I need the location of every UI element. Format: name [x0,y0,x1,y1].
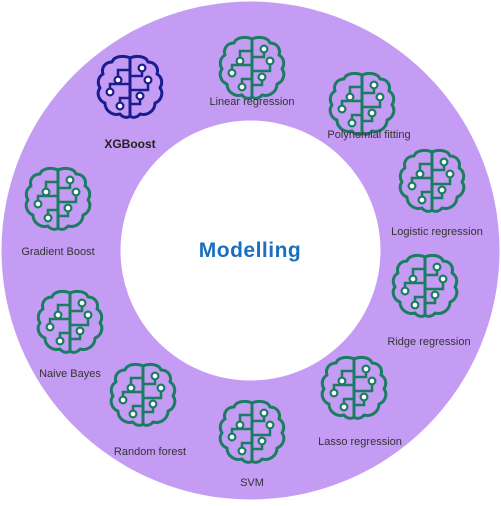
item-label-svm: SVM [240,477,264,489]
item-label-xgboost: XGBoost [104,137,156,151]
item-label-random-forest: Random forest [113,446,187,458]
item-label-gradient-boost: Gradient Boost [21,246,95,258]
item-label-logistic-regression: Logistic regression [391,226,483,238]
item-label-lasso-regression: Lasso regression [318,436,402,448]
item-label-ridge-regression: Ridge regression [387,336,471,348]
item-label-linear-regression: Linear regression [209,96,295,108]
item-label-polynomial-fitting: Polynomial fitting [327,129,411,141]
diagram-title: Modelling [198,239,302,262]
item-label-naive-bayes: Naive Bayes [39,368,101,380]
